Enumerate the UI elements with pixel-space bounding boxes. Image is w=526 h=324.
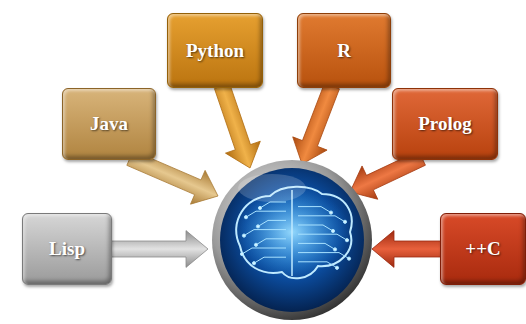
language-box: Prolog	[392, 88, 498, 160]
brain-divide	[291, 190, 293, 276]
language-box: Python	[167, 13, 263, 88]
circuit-dot	[335, 266, 338, 269]
circuit-dot	[240, 252, 243, 255]
circuit-trace	[258, 220, 286, 226]
circuit-dot	[256, 225, 259, 228]
brain-outline	[236, 187, 352, 279]
globe-rim	[212, 160, 372, 320]
language-label: Java	[90, 113, 128, 135]
language-box: ++C	[440, 213, 526, 285]
circuit-trace	[256, 239, 286, 245]
circuit-dot	[331, 229, 334, 232]
circuit-trace	[298, 225, 333, 231]
circuit-dot	[347, 257, 350, 260]
circuit-trace	[298, 207, 331, 213]
globe-core	[220, 168, 364, 312]
circuit-lines	[240, 202, 350, 269]
circuit-dot	[345, 239, 348, 242]
brain-globe	[212, 160, 372, 320]
language-label: Prolog	[418, 113, 471, 135]
circuit-trace	[298, 262, 337, 268]
circuit-trace	[242, 248, 286, 254]
circuit-trace	[298, 216, 345, 222]
language-label: ++C	[465, 238, 500, 260]
circuit-trace	[260, 202, 286, 208]
language-label: R	[337, 40, 351, 62]
language-label: Lisp	[49, 238, 85, 260]
circuit-dot	[244, 216, 247, 219]
language-label: Python	[186, 40, 244, 62]
circuit-trace	[298, 234, 347, 240]
circuit-dot	[254, 243, 257, 246]
circuit-dot	[252, 262, 255, 265]
language-box: R	[297, 13, 391, 88]
circuit-dot	[258, 206, 261, 209]
block-arrow	[293, 83, 340, 164]
globe-shine	[238, 174, 306, 202]
circuit-dot	[333, 248, 336, 251]
circuit-dot	[242, 234, 245, 237]
circuit-trace	[244, 230, 286, 236]
circuit-dot	[343, 220, 346, 223]
circuit-trace	[254, 257, 286, 263]
circuit-trace	[246, 211, 286, 217]
block-arrow	[214, 83, 260, 168]
circuit-dot	[329, 211, 332, 214]
block-arrow	[110, 231, 208, 268]
language-box: Java	[62, 88, 156, 160]
circuit-trace	[298, 253, 349, 259]
language-box: Lisp	[22, 213, 112, 285]
block-arrow	[372, 231, 445, 268]
circuit-trace	[298, 243, 335, 249]
